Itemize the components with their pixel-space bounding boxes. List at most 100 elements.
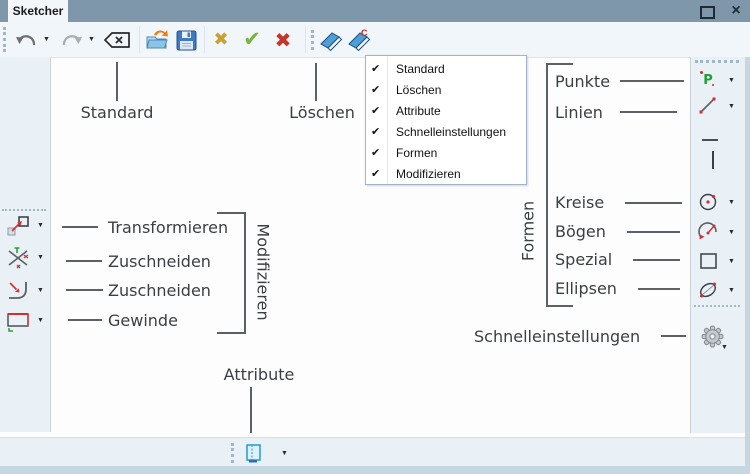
rectangle-dropdown-icon[interactable]: ▼ bbox=[728, 258, 735, 265]
fillet-dropdown-icon[interactable]: ▼ bbox=[37, 287, 44, 294]
cancel-button[interactable]: ✖ bbox=[213, 29, 229, 50]
thread-dropdown-icon[interactable]: ▼ bbox=[37, 317, 44, 324]
label-kreise: Kreise bbox=[555, 193, 605, 212]
modifizieren-bracket bbox=[244, 212, 246, 334]
attribute-icon bbox=[246, 444, 261, 463]
checkmark-icon: ✔ bbox=[371, 125, 381, 138]
label-linien: Linien bbox=[555, 103, 603, 122]
quick-settings-button[interactable] bbox=[699, 323, 725, 349]
transform-button[interactable] bbox=[5, 213, 31, 239]
backspace-button[interactable] bbox=[102, 30, 132, 50]
toolbar-separator bbox=[305, 26, 306, 53]
maximize-icon[interactable] bbox=[700, 6, 715, 19]
fillet-button[interactable] bbox=[5, 278, 31, 304]
modifizieren-bracket-tick bbox=[217, 332, 246, 334]
formen-bracket bbox=[546, 63, 548, 307]
leader-line-boegen bbox=[627, 231, 680, 233]
undo-button[interactable] bbox=[13, 28, 39, 52]
menu-item-schnelleinstellungen[interactable]: ✔ Schnelleinstellungen bbox=[371, 125, 507, 139]
eraser-c-letter: C bbox=[361, 28, 368, 38]
leader-line-schnelleinstellungen bbox=[661, 335, 686, 337]
fillet-icon bbox=[9, 282, 27, 299]
ellipse-button[interactable] bbox=[696, 279, 720, 301]
toolbar-grip[interactable] bbox=[231, 443, 234, 463]
rectangle-button[interactable] bbox=[697, 250, 719, 272]
transform-dropdown-icon[interactable]: ▼ bbox=[37, 222, 44, 229]
toolbar-modifizieren-panel bbox=[0, 57, 51, 432]
leader-line-transformieren bbox=[62, 226, 98, 228]
label-formen: Formen bbox=[518, 200, 538, 262]
menu-item-attribute[interactable]: ✔ Attribute bbox=[371, 104, 441, 118]
tab-sketcher[interactable]: Sketcher bbox=[8, 0, 68, 22]
circle-button[interactable] bbox=[697, 191, 719, 213]
point-red-dot bbox=[700, 71, 703, 74]
confirm-button[interactable]: ✔ bbox=[243, 26, 261, 51]
trim-icon bbox=[8, 247, 29, 269]
checkmark-icon: ✔ bbox=[371, 83, 381, 96]
toolbar-attribute: ▼ bbox=[0, 437, 750, 467]
trim-button[interactable] bbox=[5, 245, 31, 271]
quick-settings-dropdown-icon[interactable]: ▼ bbox=[721, 344, 728, 351]
horizontal-line-icon[interactable] bbox=[702, 139, 718, 141]
menu-item-modifizieren[interactable]: ✔ Modifizieren bbox=[371, 167, 461, 181]
toolbar-context-menu: ✔ Standard ✔ Löschen ✔ Attribute ✔ Schne… bbox=[365, 55, 527, 185]
leader-line-spezial bbox=[633, 259, 680, 261]
redo-button[interactable] bbox=[59, 28, 85, 52]
leader-line-attribute bbox=[250, 387, 252, 433]
close-icon[interactable]: × bbox=[731, 2, 741, 19]
panel-grip[interactable] bbox=[695, 60, 739, 63]
window-frame-right bbox=[745, 57, 750, 466]
save-button[interactable] bbox=[175, 29, 198, 52]
attribute-dropdown-icon[interactable]: ▼ bbox=[281, 450, 288, 457]
window-frame-bottom bbox=[0, 466, 750, 474]
line-icon bbox=[699, 97, 716, 114]
label-zuschneiden-1: Zuschneiden bbox=[108, 252, 211, 271]
label-boegen: Bögen bbox=[555, 222, 606, 241]
panel-grip[interactable] bbox=[2, 209, 46, 211]
leader-line-zuschneiden-2 bbox=[66, 289, 103, 291]
transform-icon bbox=[7, 216, 29, 236]
thread-button[interactable] bbox=[5, 308, 31, 334]
leader-line-standard bbox=[116, 62, 118, 101]
vertical-line-icon[interactable] bbox=[712, 151, 714, 169]
circle-icon bbox=[699, 193, 717, 211]
menu-item-formen[interactable]: ✔ Formen bbox=[371, 146, 438, 160]
formen-bracket-tick bbox=[546, 305, 573, 307]
arc-icon bbox=[698, 222, 717, 240]
menu-divider bbox=[387, 56, 388, 184]
leader-line-linien bbox=[620, 111, 677, 113]
redo-dropdown-icon[interactable]: ▼ bbox=[88, 36, 95, 43]
menu-item-standard[interactable]: ✔ Standard bbox=[371, 62, 445, 76]
ellipse-icon bbox=[700, 282, 716, 298]
label-gewinde: Gewinde bbox=[108, 311, 178, 330]
redo-icon bbox=[62, 35, 82, 46]
circle-dropdown-icon[interactable]: ▼ bbox=[728, 199, 735, 206]
toolbar-grip[interactable] bbox=[3, 27, 6, 52]
undo-dropdown-icon[interactable]: ▼ bbox=[43, 36, 50, 43]
delete-button[interactable]: ✖ bbox=[274, 27, 292, 52]
line-dropdown-icon[interactable]: ▼ bbox=[728, 103, 735, 110]
leader-line-zuschneiden-1 bbox=[66, 260, 102, 262]
attribute-button[interactable] bbox=[243, 441, 265, 465]
menu-item-loeschen[interactable]: ✔ Löschen bbox=[371, 83, 442, 97]
label-standard: Standard bbox=[80, 103, 154, 122]
eraser-clear-button[interactable]: C bbox=[346, 27, 374, 51]
undo-icon bbox=[16, 35, 36, 46]
thread-icon bbox=[7, 313, 29, 332]
ellipse-dropdown-icon[interactable]: ▼ bbox=[728, 287, 735, 294]
open-button[interactable] bbox=[144, 27, 170, 52]
point-button[interactable]: P bbox=[697, 69, 719, 91]
trim-dropdown-icon[interactable]: ▼ bbox=[37, 254, 44, 261]
eraser-button[interactable] bbox=[318, 29, 346, 51]
label-punkte: Punkte bbox=[555, 72, 611, 91]
toolbar-grip[interactable] bbox=[311, 30, 314, 50]
toolbar-separator bbox=[139, 26, 140, 53]
point-dropdown-icon[interactable]: ▼ bbox=[728, 77, 735, 84]
checkmark-icon: ✔ bbox=[371, 167, 381, 180]
save-floppy-icon bbox=[176, 30, 197, 51]
arc-dropdown-icon[interactable]: ▼ bbox=[728, 229, 735, 236]
line-button[interactable] bbox=[697, 95, 719, 117]
backspace-icon bbox=[103, 32, 130, 48]
arc-button[interactable] bbox=[696, 220, 720, 244]
